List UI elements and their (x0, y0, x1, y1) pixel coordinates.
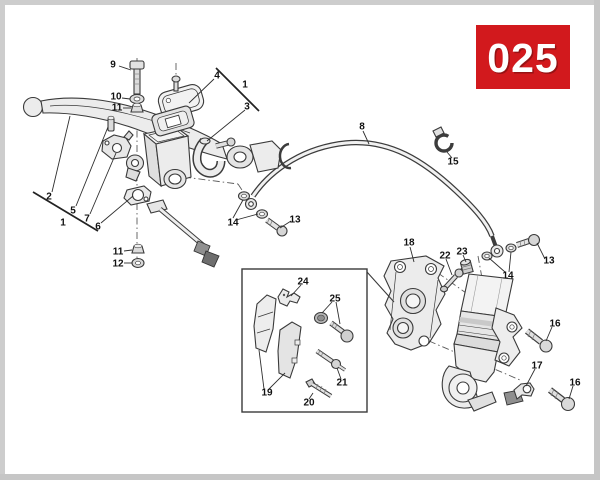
callout-1a: 1 (242, 80, 248, 91)
callout-10: 10 (110, 92, 122, 103)
callout-8: 8 (359, 122, 365, 133)
caliper-bracket-17 (503, 382, 535, 406)
callout-1b: 1 (60, 218, 66, 229)
hose-clamp (432, 126, 454, 153)
callout-labels: 9 10 11 4 1 3 2 5 1 7 6 11 12 8 15 14 13… (46, 60, 581, 409)
callout-7: 7 (84, 214, 90, 225)
mount-bolt-upper (524, 328, 553, 353)
callout-9: 9 (110, 60, 116, 71)
washer-10 (129, 93, 145, 105)
hose-banjo-fitting-left (244, 197, 258, 211)
reservoir-diaphragm (151, 105, 195, 137)
assembly-bracket-lines (32, 67, 260, 232)
pad-spring (277, 288, 301, 307)
callout-3: 3 (244, 102, 250, 113)
washer-12 (131, 257, 145, 269)
callout-16b: 16 (569, 378, 581, 389)
callout-25: 25 (329, 294, 341, 305)
callout-24: 24 (297, 277, 309, 288)
lever-pivot-pin (107, 115, 115, 132)
brake-pads (253, 294, 302, 379)
callout-14b: 14 (502, 271, 514, 282)
bleed-valve (439, 265, 466, 293)
outlet-elbow (192, 137, 226, 178)
callout-22: 22 (439, 251, 451, 262)
pad-screw (305, 378, 333, 398)
lever-bracket (101, 130, 134, 160)
switch-rod (146, 199, 220, 268)
clamp-screw (129, 60, 145, 95)
callout-2: 2 (46, 192, 52, 203)
callout-6: 6 (95, 222, 101, 233)
pad-pin-seal (313, 311, 329, 325)
fork-leg (441, 273, 523, 412)
nut-11-lower (131, 243, 145, 254)
callout-21: 21 (336, 378, 348, 389)
badge-number: 025 (487, 35, 558, 81)
banjo-bolt-left (265, 217, 288, 237)
callout-5: 5 (70, 206, 76, 217)
plate-number-badge: 025 025 (476, 25, 570, 89)
callout-12: 12 (112, 259, 124, 270)
callout-13b: 13 (543, 256, 555, 267)
hose-banjo-fitting-right (490, 235, 504, 258)
callout-23: 23 (456, 247, 468, 258)
elbow-bolt (215, 137, 236, 149)
banjo-bolt-right (516, 233, 541, 248)
brake-hose (250, 139, 495, 238)
brake-caliper (383, 255, 446, 351)
mount-bolt-lower (548, 387, 576, 412)
badge-number-shadow: 025 (489, 37, 560, 83)
callout-18: 18 (403, 238, 415, 249)
callout-17: 17 (531, 361, 543, 372)
callout-11a: 11 (112, 103, 123, 114)
callout-19: 19 (261, 388, 273, 399)
callout-13a: 13 (289, 215, 301, 226)
master-cylinder-body (125, 126, 192, 190)
banjo-washers-left (237, 191, 269, 219)
clamp-lower (123, 185, 152, 206)
callout-16a: 16 (549, 319, 561, 330)
callout-20: 20 (303, 398, 315, 409)
retaining-pin (315, 348, 346, 372)
bleed-fitting (459, 258, 474, 275)
pad-pin-bolt (329, 320, 354, 343)
nut-11-upper (130, 102, 144, 113)
leader-lines (51, 65, 574, 400)
cap-screw (171, 75, 181, 92)
callout-11b: 11 (113, 247, 124, 258)
callout-14a: 14 (227, 218, 239, 229)
callout-15: 15 (447, 157, 459, 168)
badge-background (476, 25, 570, 89)
callout-4: 4 (214, 71, 220, 82)
